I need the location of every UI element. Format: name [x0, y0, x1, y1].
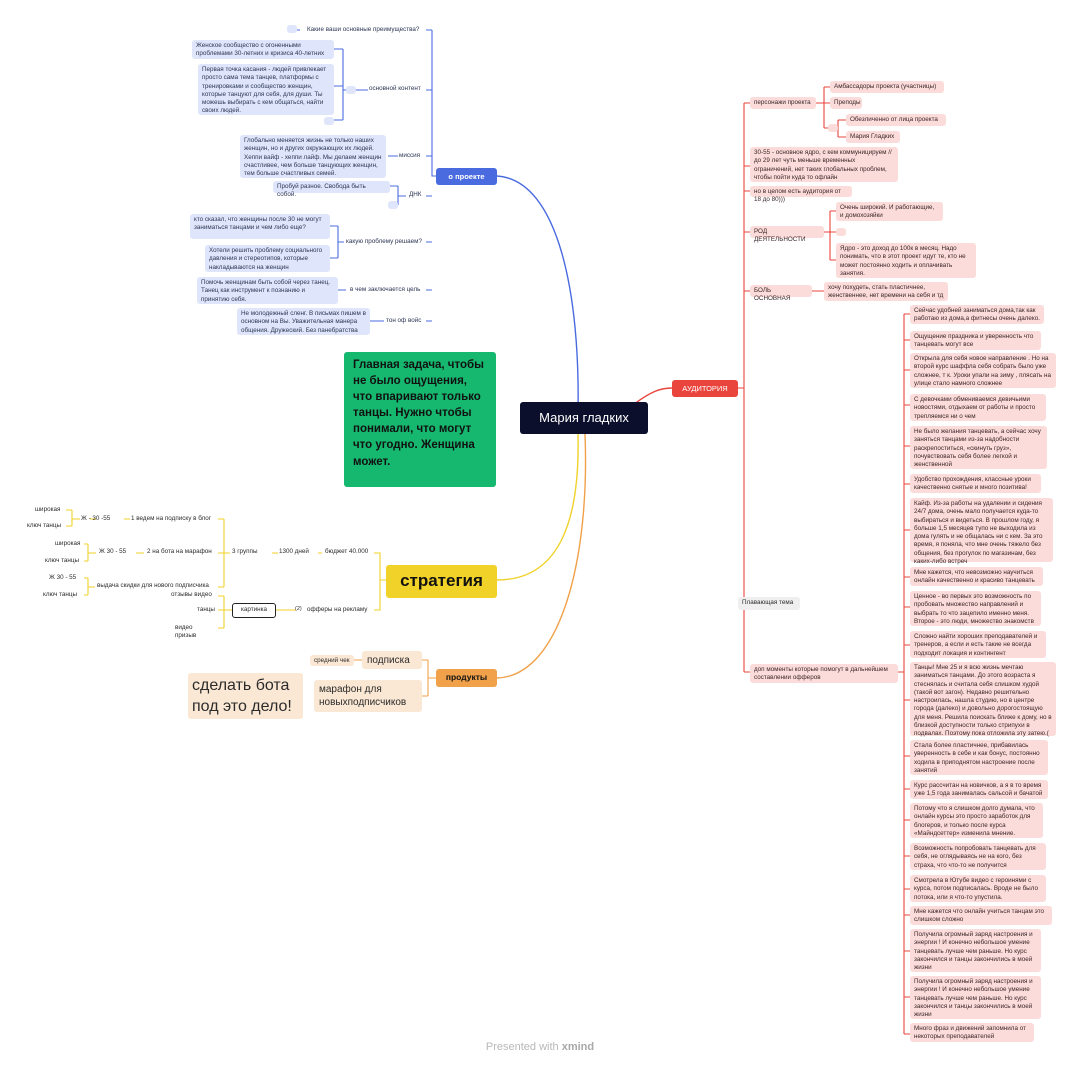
subscription-node[interactable]: подписка [362, 651, 422, 669]
quote-item[interactable]: Смотрела в Ютубе видео с героинями с кур… [910, 875, 1046, 902]
prize-video[interactable]: видео призыв [175, 624, 197, 640]
empty-topic[interactable] [388, 201, 398, 209]
offers-count-badge[interactable]: (2) [295, 606, 302, 612]
group-2-wide[interactable]: широкая [55, 540, 81, 547]
group-2-key[interactable]: ключ танцы [45, 557, 80, 564]
quote-item[interactable]: Сложно найти хороших преподавателей и тр… [910, 631, 1046, 658]
pain-note[interactable]: хочу похудеть, стать пластичнее, женстве… [824, 282, 948, 301]
root-topic[interactable]: Мария гладких [520, 402, 648, 434]
budget-node[interactable]: бюджет 40.000 [325, 548, 369, 555]
quote-item[interactable]: Ощущение праздника и уверенность что тан… [910, 331, 1041, 350]
occupation-note-2[interactable]: Ядро - это доход до 100к в месяц. Надо п… [836, 243, 976, 278]
reviews-video[interactable]: отзывы видео [171, 591, 212, 598]
empty-topic[interactable] [324, 117, 334, 125]
quote-item[interactable]: Мне кажется что онлайн учиться танцам эт… [910, 906, 1052, 925]
goal-note[interactable]: Помочь женщинам быть собой через танец. … [197, 277, 338, 304]
quote-item[interactable]: Стала более пластичнее, прибавилась увер… [910, 740, 1048, 775]
group-3-age[interactable]: Ж 30 - 55 [49, 574, 77, 581]
marathon-node[interactable]: марафон для новыхподписчиков [314, 680, 422, 712]
footer-presented-with: Presented with xmind [0, 1041, 1080, 1053]
content-label[interactable]: основной контент [369, 85, 421, 92]
problem-note-1[interactable]: кто сказал, что женщины после 30 не могу… [190, 214, 330, 239]
tone-label[interactable]: тон оф войс [386, 317, 422, 324]
tone-note[interactable]: Не молодежный сленг. В письмах пишем в о… [237, 308, 370, 335]
core-audience-note[interactable]: 30-55 - основное ядро, с кем коммунициру… [750, 147, 898, 182]
quote-item[interactable]: Сейчас удобней заниматься дома,так как р… [910, 305, 1044, 324]
group-2[interactable]: 2 на бота на марафон [147, 548, 212, 555]
topic-products[interactable]: продукты [436, 669, 497, 687]
quote-item[interactable]: Курс рассчитан на новичков, а я в то вре… [910, 780, 1048, 799]
quote-item[interactable]: Открыла для себя новое направление . Но … [910, 353, 1056, 388]
empty-topic[interactable] [836, 228, 846, 236]
floating-topic[interactable]: Плавающая тема [738, 597, 800, 610]
dna-note[interactable]: Пробуй разное. Свобода быть собой. [273, 181, 390, 198]
quote-item[interactable]: Потому что я слишком долго думала, что о… [910, 803, 1043, 838]
average-check-node[interactable]: средний чек [310, 655, 354, 666]
group-1[interactable]: 1 ведем на подписку в блог [131, 515, 212, 522]
picture-node[interactable]: картинка [232, 603, 276, 618]
group-1-wide[interactable]: широкая [35, 506, 61, 513]
xmind-logo: xmind [561, 1041, 595, 1053]
persona-maria[interactable]: Мария Гладких [846, 131, 900, 143]
mission-note[interactable]: Глобально меняется жизнь не только наших… [240, 135, 386, 178]
topic-audience[interactable]: АУДИТОРИЯ [672, 380, 738, 397]
main-task-callout[interactable]: Главная задача, чтобы не было ощущения, … [344, 352, 496, 487]
group-3-key[interactable]: ключ танцы [43, 591, 78, 598]
quote-item[interactable]: Не было желания танцевать, а сейчас хочу… [910, 426, 1047, 469]
empty-topic[interactable] [346, 86, 356, 94]
quote-item[interactable]: Много фраз и движений запомнила от некот… [910, 1023, 1034, 1042]
empty-topic[interactable] [287, 25, 297, 33]
make-bot-note[interactable]: сделать бота под это дело! [188, 673, 303, 719]
quote-item[interactable]: Ценное - во первых это возможность по пр… [910, 591, 1041, 626]
group-2-age[interactable]: Ж 30 - 55 [99, 548, 127, 555]
topic-about[interactable]: о проекте [436, 168, 497, 185]
empty-topic[interactable] [828, 124, 838, 132]
occupation-label[interactable]: РОД ДЕЯТЕЛЬНОСТИ [750, 226, 824, 243]
dances-node[interactable]: танцы [197, 606, 215, 613]
mission-label[interactable]: миссия [399, 152, 421, 159]
quote-item[interactable]: Получила огромный заряд настроения и эне… [910, 976, 1041, 1019]
occupation-note-1[interactable]: Очень широкий. И работающие, и домохозяй… [836, 202, 943, 221]
advantages-label[interactable]: Какие ваши основные преимущества? [307, 26, 420, 33]
group-1-key[interactable]: ключ танцы [27, 522, 62, 529]
quote-item[interactable]: С девочками обмениваемся девичьими новос… [910, 394, 1046, 421]
pain-label[interactable]: БОЛЬ ОСНОВНАЯ [750, 285, 812, 302]
goal-label[interactable]: в чем заключается цель [350, 286, 421, 293]
ages-note[interactable]: но в целом есть аудитория от 18 до 80))) [750, 186, 852, 203]
persona-impersonal[interactable]: Обезличенно от лица проекта [846, 114, 946, 126]
personas-label[interactable]: персонажи проекта [750, 97, 816, 109]
problem-note-2[interactable]: Хотели решить проблему социального давле… [205, 245, 330, 272]
extra-moments-label[interactable]: доп моменты которые помогут в дальнейшем… [750, 664, 898, 683]
dna-label[interactable]: ДНК [409, 191, 422, 198]
footer-prefix: Presented with [485, 1041, 559, 1053]
problem-label[interactable]: какую проблему решаем? [346, 238, 422, 245]
content-note-1[interactable]: Женское сообщество с огоненными проблема… [192, 40, 334, 59]
offers-node[interactable]: офферы на рекламу [307, 606, 368, 613]
groups-node[interactable]: 3 группы [232, 548, 258, 555]
quote-item[interactable]: Мне кажется, что невозможно научиться он… [910, 567, 1043, 586]
persona-teachers[interactable]: Преподы [830, 97, 862, 109]
content-note-2[interactable]: Первая точка касания - людей привлекает … [198, 64, 334, 115]
quote-item[interactable]: Возможность попробовать танцевать для се… [910, 843, 1046, 870]
quote-item[interactable]: Кайф. Из-за работы на удалении и сидения… [910, 498, 1053, 565]
group-3[interactable]: выдача скидки для нового подписчика [97, 582, 209, 589]
persona-ambassadors[interactable]: Амбассадоры проекта (участницы) [830, 81, 944, 93]
group-1-age[interactable]: Ж - 30 -55 [81, 515, 111, 522]
quote-item[interactable]: Удобство прохождения, классные уроки кач… [910, 474, 1041, 493]
days-node[interactable]: 1300 дней [279, 548, 309, 555]
topic-strategy[interactable]: стратегия [386, 565, 497, 598]
quote-item[interactable]: Танцы! Мне 25 и я всю жизнь мечтаю заним… [910, 662, 1056, 737]
quote-item[interactable]: Получила огромный заряд настроения и эне… [910, 929, 1041, 972]
